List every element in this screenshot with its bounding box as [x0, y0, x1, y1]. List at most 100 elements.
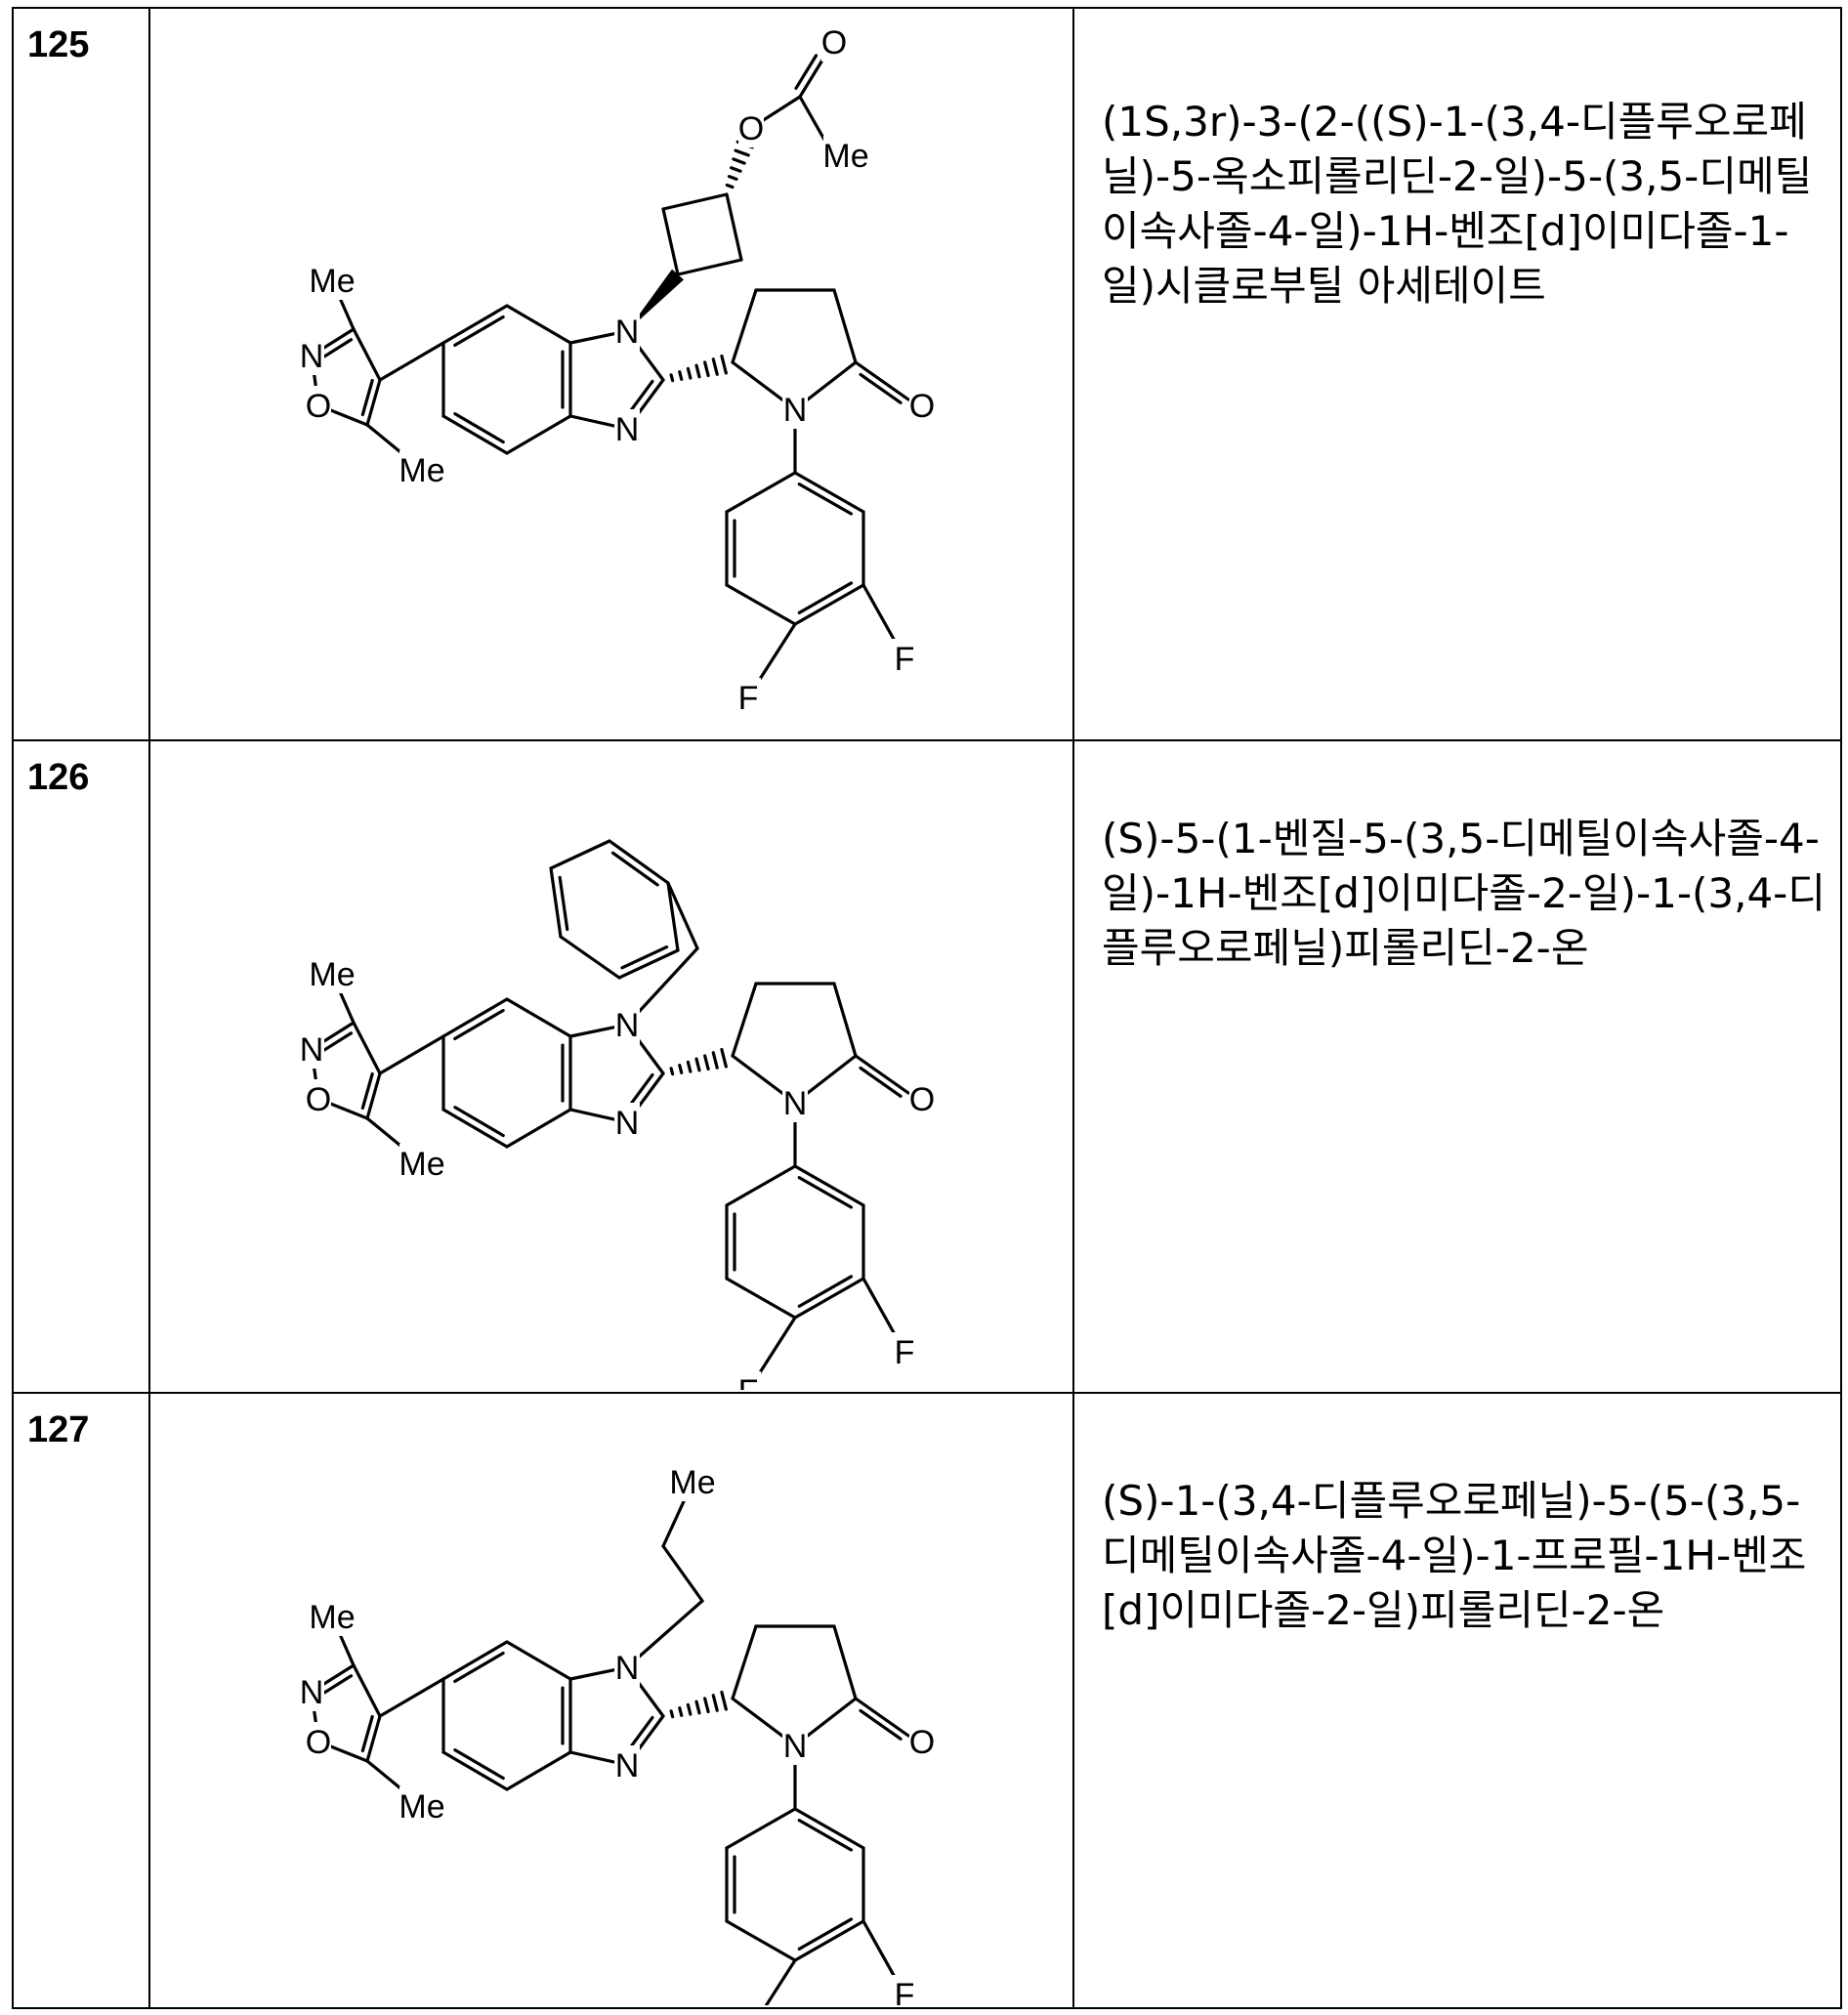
compound-number-cell: 127 — [13, 1393, 149, 2008]
hash-line — [696, 1701, 699, 1713]
hash-line — [727, 185, 733, 187]
hash-line — [735, 150, 748, 155]
bond — [856, 1699, 908, 1736]
fluorine-label: F — [895, 641, 915, 678]
bond — [727, 1809, 795, 1848]
hash-line — [688, 1062, 690, 1071]
compound-number-cell: 125 — [13, 8, 149, 740]
bond — [795, 1279, 863, 1318]
bond — [443, 1642, 507, 1679]
compound-number: 127 — [14, 1394, 148, 1451]
compound-table: 125 OOMeMeMeNONNNOFF (1S,3r)-3-(2-((S)-1… — [12, 7, 1842, 2009]
hash-line — [680, 372, 682, 380]
chemical-structure: OOMeMeMeNONNNOFF — [150, 9, 1072, 737]
bond — [800, 97, 824, 140]
bond — [748, 1960, 795, 2005]
compound-name-cell: (1S,3r)-3-(2-((S)-1-(3,4-디플루오로페닐)-5-옥소피롤… — [1073, 8, 1841, 740]
bond — [443, 416, 507, 453]
compound-row: 126 MeMeNONNNOFF (S)-5-(1-벤질-5-(3,5-디메틸이… — [13, 740, 1841, 1393]
fluorine-label: F — [895, 1334, 915, 1371]
fluorine-label: F — [738, 680, 759, 717]
bond — [856, 362, 908, 399]
carbonyl-oxygen-label: O — [909, 388, 935, 425]
hash-line — [671, 375, 672, 381]
bond — [663, 1546, 702, 1601]
bond — [507, 306, 570, 343]
hash-line — [680, 1066, 682, 1073]
methyl-label: Me — [399, 1788, 444, 1826]
hash-line — [713, 359, 717, 375]
bond — [727, 1921, 795, 1960]
methyl-label: Me — [669, 1464, 715, 1501]
stereo-hashed-bond — [671, 1050, 726, 1074]
bond — [795, 1921, 863, 1960]
hash-line — [705, 362, 708, 376]
hash-line — [688, 1704, 690, 1714]
compound-row: 127 MeMeMeNONNNOFF (S)-1-(3,4-디플루오로페닐)-5… — [13, 1393, 1841, 2008]
bond — [678, 260, 741, 274]
bond — [507, 1110, 570, 1147]
carbonyl-oxygen-label: O — [821, 24, 847, 62]
bond — [795, 1809, 863, 1848]
methyl-label: Me — [309, 1599, 355, 1636]
hash-line — [732, 168, 740, 171]
imidazole-nitrogen-label: N — [615, 1105, 640, 1142]
double-bond — [560, 877, 567, 929]
imidazole-nitrogen-label: N — [615, 411, 640, 448]
pyrrolidinone-nitrogen-label: N — [783, 1085, 808, 1122]
bond — [443, 999, 507, 1036]
bond — [561, 937, 619, 978]
compound-number-cell: 126 — [13, 740, 149, 1393]
hash-line — [713, 1696, 717, 1711]
bond — [733, 290, 756, 362]
hash-line — [671, 1711, 672, 1717]
bond — [354, 1023, 380, 1073]
methyl-label: Me — [399, 452, 444, 489]
isoxazole-nitrogen-label: N — [300, 1674, 324, 1711]
bond — [733, 984, 756, 1056]
bond — [663, 1499, 685, 1546]
bond — [507, 999, 570, 1036]
bond — [507, 1642, 570, 1679]
bond — [551, 841, 609, 868]
structure-cell: OOMeMeMeNONNNOFF — [149, 8, 1073, 740]
bond — [443, 1752, 507, 1789]
compound-name-cell: (S)-1-(3,4-디플루오로페닐)-5-(5-(3,5-디메틸이속사졸-4-… — [1073, 1393, 1841, 2008]
bond — [443, 1110, 507, 1147]
bond — [354, 1665, 380, 1716]
carbonyl-oxygen-label: O — [909, 1724, 935, 1761]
fluorine-label: F — [895, 1977, 915, 2005]
hash-line — [734, 159, 744, 163]
double-bond — [796, 56, 817, 88]
bond — [380, 1036, 443, 1073]
compound-name: (S)-5-(1-벤질-5-(3,5-디메틸이속사졸-4-일)-1H-벤조[d]… — [1074, 741, 1840, 976]
methyl-label: Me — [399, 1146, 444, 1183]
hash-line — [729, 177, 736, 180]
pyrrolidinone-nitrogen-label: N — [783, 392, 808, 429]
isoxazole-nitrogen-label: N — [300, 338, 324, 375]
bond — [609, 841, 668, 883]
bond — [795, 1166, 863, 1205]
bond — [727, 585, 795, 624]
methyl-label: Me — [309, 956, 355, 993]
bond — [380, 343, 443, 380]
methyl-label: Me — [822, 138, 868, 175]
bond — [795, 473, 863, 512]
bond — [834, 984, 856, 1056]
imidazole-nitrogen-label: N — [615, 1650, 640, 1687]
bond — [507, 1752, 570, 1789]
bond — [733, 1626, 756, 1699]
bond — [834, 1626, 856, 1699]
compound-name: (1S,3r)-3-(2-((S)-1-(3,4-디플루오로페닐)-5-옥소피롤… — [1074, 9, 1840, 314]
hash-line — [671, 1069, 672, 1074]
isoxazole-oxygen-label: O — [306, 1081, 331, 1118]
structure-cell: MeMeNONNNOFF — [149, 740, 1073, 1393]
hash-line — [713, 1053, 717, 1069]
stereo-hashed-bond — [671, 357, 726, 381]
chemical-structure: MeMeMeNONNNOFF — [150, 1394, 1072, 2005]
bond — [354, 329, 380, 380]
imidazole-nitrogen-label: N — [615, 1747, 640, 1784]
compound-number: 125 — [14, 9, 148, 66]
bond — [727, 194, 741, 260]
hash-line — [680, 1708, 682, 1716]
